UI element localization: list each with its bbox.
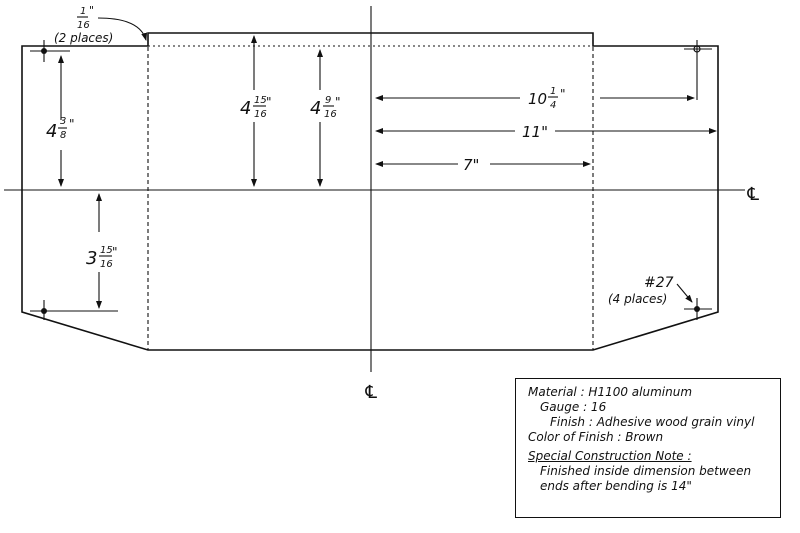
dim-label-bottom-hole-height: 3 15 16 " bbox=[86, 245, 118, 270]
hole-top-right bbox=[684, 40, 712, 100]
svg-text:15: 15 bbox=[100, 245, 113, 256]
svg-text:8: 8 bbox=[60, 130, 66, 141]
svg-text:4: 4 bbox=[46, 121, 57, 142]
svg-text:": " bbox=[89, 4, 94, 17]
svg-text:16: 16 bbox=[100, 259, 113, 270]
svg-text:9: 9 bbox=[325, 95, 331, 106]
note-finish: Finish : Adhesive wood grain vinyl bbox=[550, 415, 755, 429]
svg-text:": " bbox=[560, 87, 566, 101]
svg-text:4: 4 bbox=[240, 98, 251, 119]
svg-text:4: 4 bbox=[550, 100, 556, 111]
dim-label-hole-spacing: 10 1 4 " bbox=[528, 86, 566, 111]
svg-text:15: 15 bbox=[254, 95, 267, 106]
sheet-outline bbox=[21, 32, 719, 351]
note-gauge: Gauge : 16 bbox=[540, 400, 607, 414]
note-material: Material : H1100 aluminum bbox=[528, 385, 693, 399]
hole-top-left bbox=[30, 40, 70, 62]
hole-bottom-right bbox=[684, 298, 712, 320]
svg-text:": " bbox=[335, 95, 341, 109]
centerline-symbol-bottom: ℄ bbox=[363, 382, 379, 403]
note-special-title: Special Construction Note : bbox=[528, 449, 692, 463]
svg-text:#27: #27 bbox=[644, 275, 674, 291]
svg-text:16: 16 bbox=[77, 20, 90, 31]
note-special-line2: ends after bending is 14" bbox=[540, 479, 692, 493]
hole-size-callout: #27 (4 places) bbox=[608, 275, 693, 306]
svg-text:1: 1 bbox=[550, 86, 556, 97]
svg-text:1: 1 bbox=[80, 6, 86, 17]
dim-label-top-hole-height: 4 3 8 " bbox=[46, 116, 75, 142]
svg-text:3: 3 bbox=[86, 248, 97, 269]
svg-text:": " bbox=[266, 95, 272, 109]
svg-text:3: 3 bbox=[60, 116, 66, 127]
hole-bottom-left bbox=[30, 300, 118, 320]
note-special-line1: Finished inside dimension between bbox=[540, 464, 752, 478]
svg-text:": " bbox=[112, 245, 118, 259]
svg-text:(2 places): (2 places) bbox=[54, 31, 113, 45]
notes-box: Material : H1100 aluminum Gauge : 16 Fin… bbox=[515, 378, 781, 518]
note-color: Color of Finish : Brown bbox=[528, 430, 664, 444]
svg-text:": " bbox=[69, 117, 75, 131]
svg-text:4: 4 bbox=[310, 98, 321, 119]
svg-text:(4 places): (4 places) bbox=[608, 292, 667, 306]
svg-text:16: 16 bbox=[324, 109, 337, 120]
centerline-symbol-right: ℄ bbox=[745, 184, 761, 205]
svg-text:10: 10 bbox=[528, 90, 547, 108]
dim-label-half-width: 11" bbox=[522, 123, 548, 141]
dim-label-tab-half-width: 7" bbox=[463, 156, 479, 174]
svg-text:16: 16 bbox=[254, 109, 267, 120]
edge-offset-callout: 1 16 " (2 places) bbox=[54, 4, 148, 45]
dim-label-tab-height: 4 9 16 " bbox=[310, 95, 341, 120]
dim-label-mid-height: 4 15 16 " bbox=[240, 95, 272, 120]
